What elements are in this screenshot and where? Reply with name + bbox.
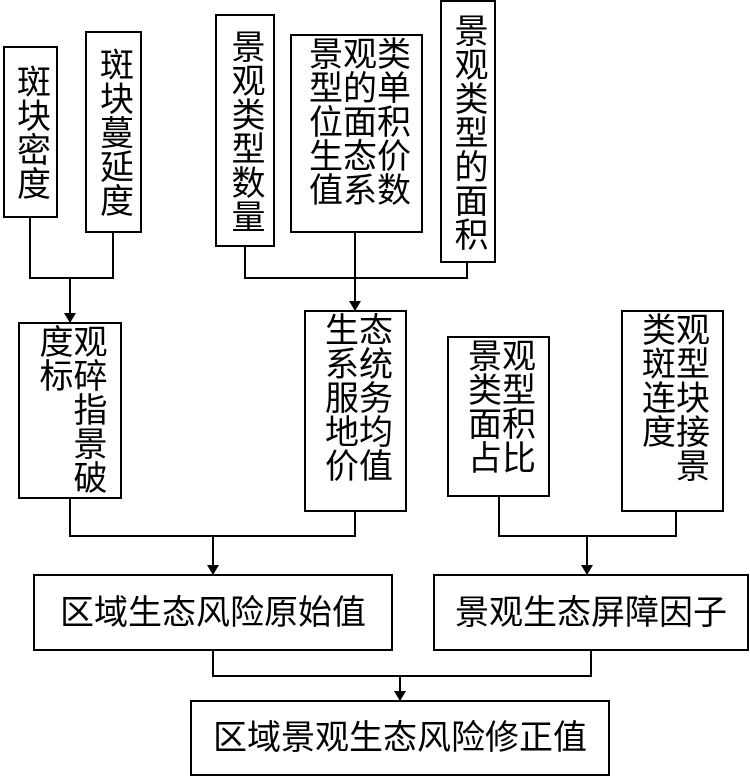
connector-patch-to-fragmentation (29, 218, 114, 279)
node-raw-risk: 区域生态风险原始值 (33, 574, 393, 651)
node-patch-spread: 斑块蔓延度 (85, 31, 142, 233)
node-unit-area-value-label: 类单积价数观的面态系景型位生值 (302, 36, 411, 206)
node-barrier-factor: 景观生态屏障因子 (433, 574, 749, 651)
node-type-count-label: 景观类型数量 (225, 28, 265, 233)
node-patch-connectivity: 观型块接景类斑连度 (621, 310, 724, 512)
node-type-area-label: 景观类型的面积 (448, 12, 488, 251)
node-type-count: 景观类型数量 (215, 14, 275, 247)
node-barrier-factor-label: 景观生态屏障因子 (455, 592, 727, 633)
node-corrected-risk: 区域景观生态风险修正值 (190, 700, 610, 776)
node-patch-connectivity-label: 观型块接景类斑连度 (635, 312, 710, 482)
node-corrected-risk-label: 区域景观生态风险修正值 (213, 718, 587, 758)
node-patch-density: 斑块密度 (3, 46, 58, 218)
node-unit-area-value: 类单积价数观的面态系景型位生值 (290, 34, 423, 233)
node-service-value: 态统务均值生系服地价 (304, 310, 407, 512)
connector-to-corrected (212, 651, 592, 677)
node-fragmentation: 观碎指景破度标 (18, 322, 122, 499)
node-type-area: 景观类型的面积 (440, 0, 496, 263)
node-fragmentation-label: 观碎指景破度标 (33, 324, 107, 494)
node-area-ratio: 观型积比景类面占 (447, 336, 550, 497)
node-area-ratio-label: 观型积比景类面占 (461, 338, 536, 474)
node-raw-risk-label: 区域生态风险原始值 (60, 592, 366, 633)
node-patch-spread-label: 斑块蔓延度 (93, 47, 134, 217)
node-service-value-label: 态统务均值生系服地价 (318, 312, 393, 482)
node-patch-density-label: 斑块密度 (10, 64, 51, 200)
